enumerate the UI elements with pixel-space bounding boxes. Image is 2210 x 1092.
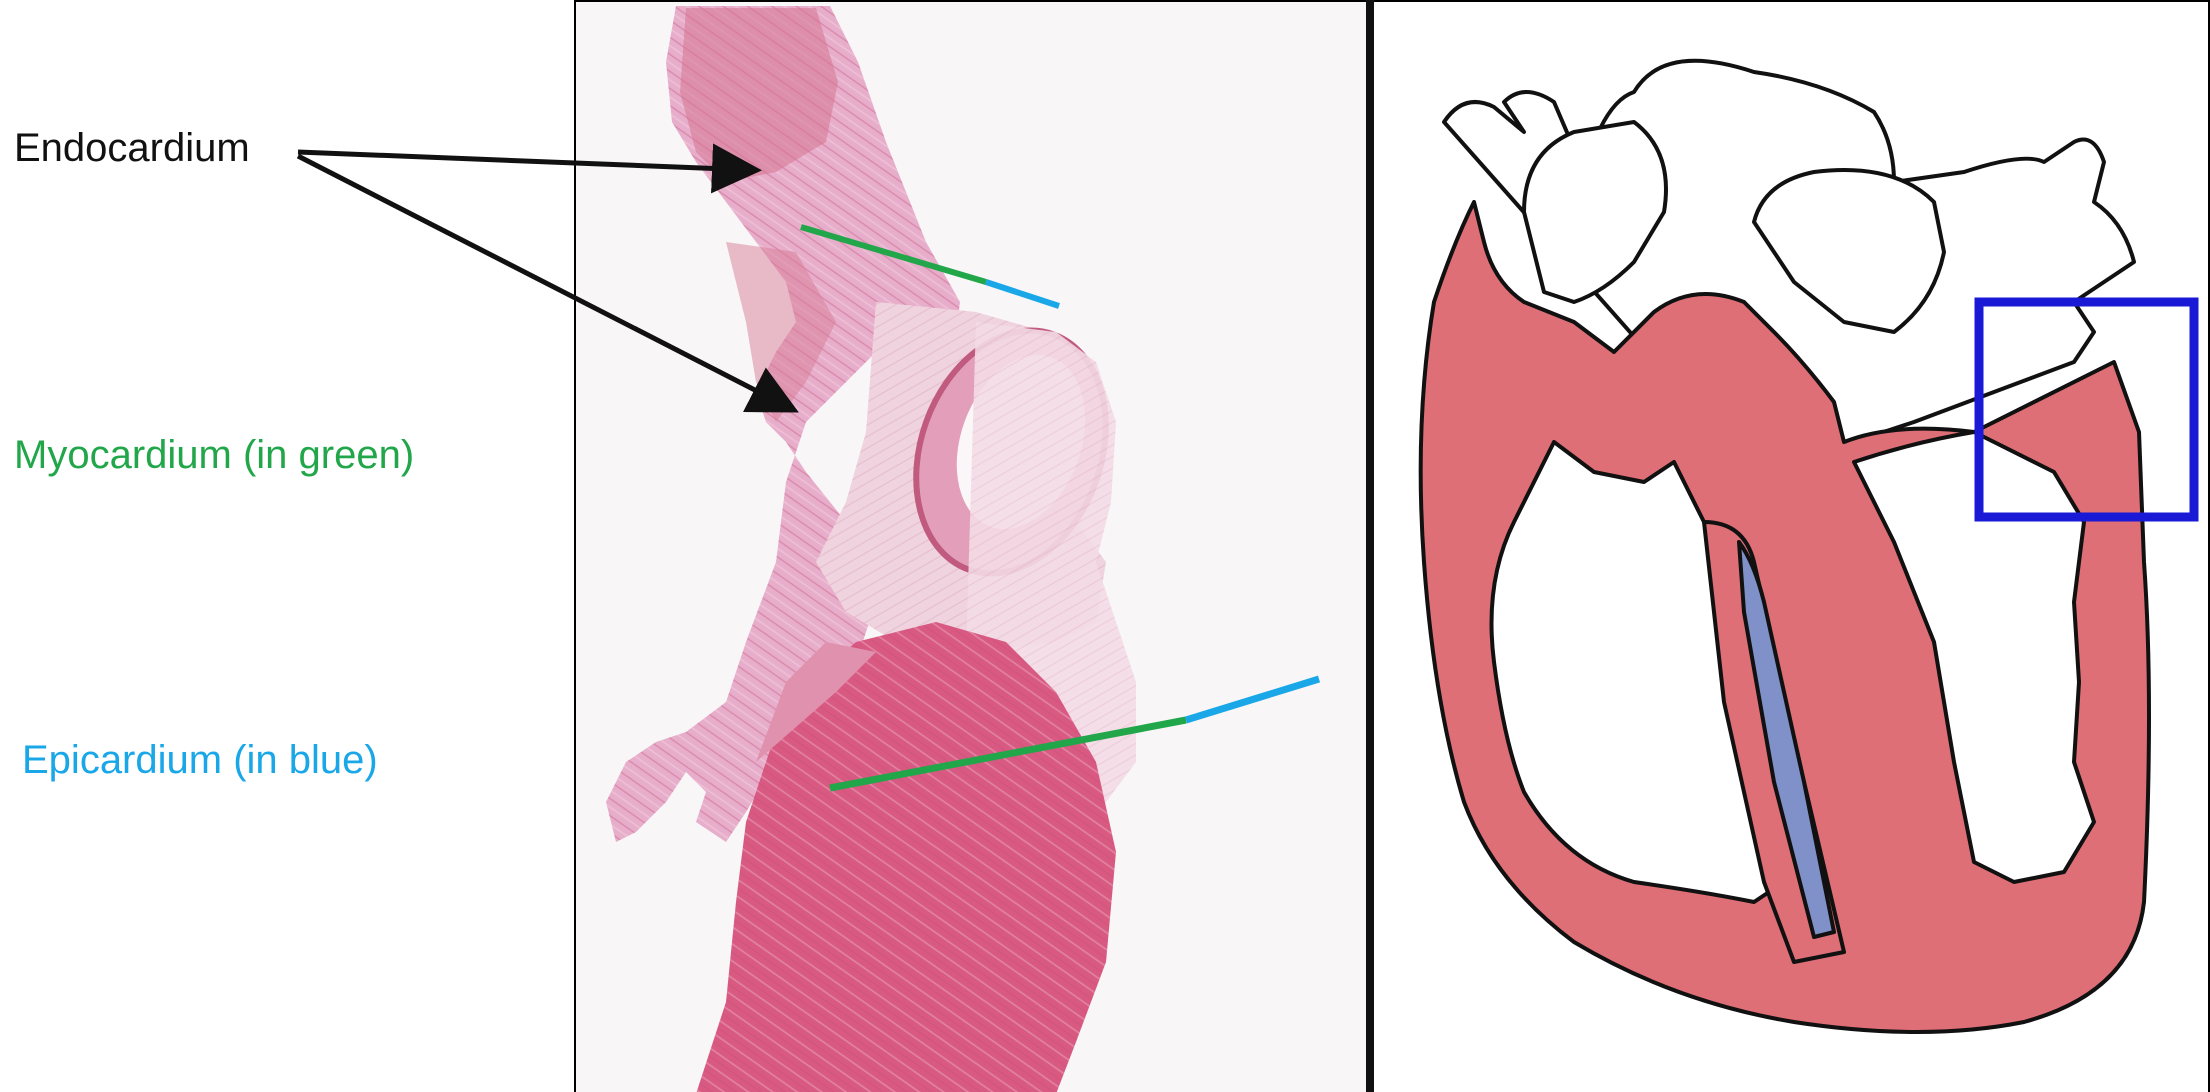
epicardium-label: Epicardium (in blue): [22, 740, 378, 780]
heart-illustration: [1374, 2, 2210, 1092]
panel-divider: [1366, 0, 1374, 1092]
endocardium-label: Endocardium: [14, 128, 250, 168]
heart-diagram: [1374, 0, 2210, 1092]
histology-image: [576, 2, 1366, 1092]
myocardium-label: Myocardium (in green): [14, 435, 414, 475]
epicardium-line-upper: [986, 282, 1059, 306]
histology-micrograph: [574, 0, 1366, 1092]
epicardium-line-lower: [1186, 679, 1319, 720]
